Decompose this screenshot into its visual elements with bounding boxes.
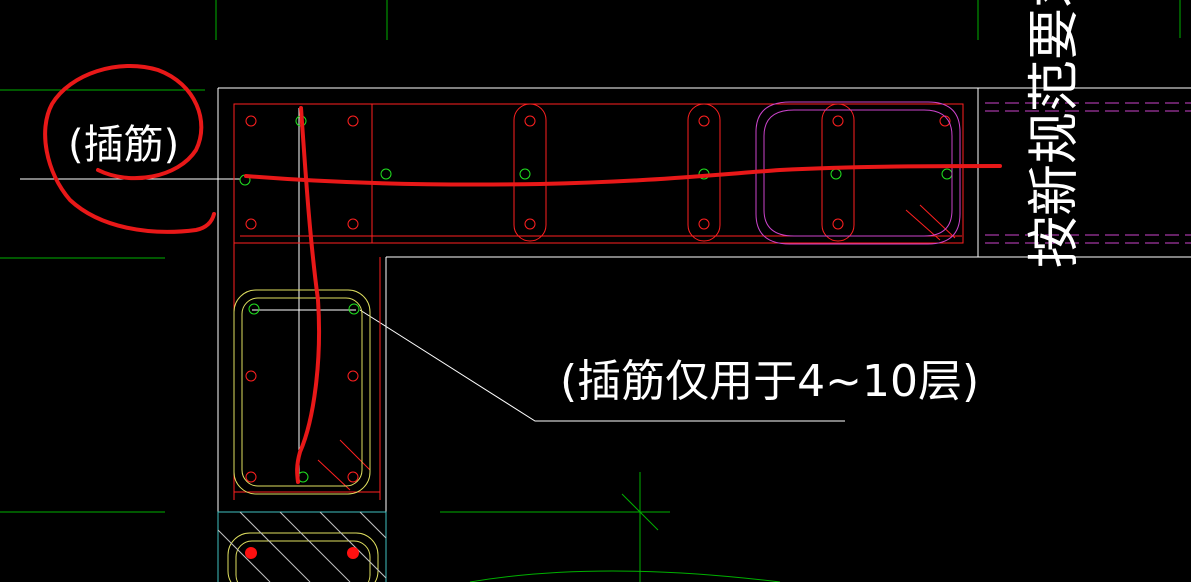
dowel-note: (插筋仅用于4~10层) [560, 356, 979, 407]
pink-stirrup [755, 101, 1191, 245]
vertical-note: 按新规范要求 [1025, 0, 1085, 268]
lower-column [217, 511, 387, 582]
column-stirrup [227, 289, 379, 582]
dowel-label: (插筋) [68, 122, 179, 168]
markup-strokes [43, 64, 1002, 484]
rebar-bars [245, 115, 951, 483]
